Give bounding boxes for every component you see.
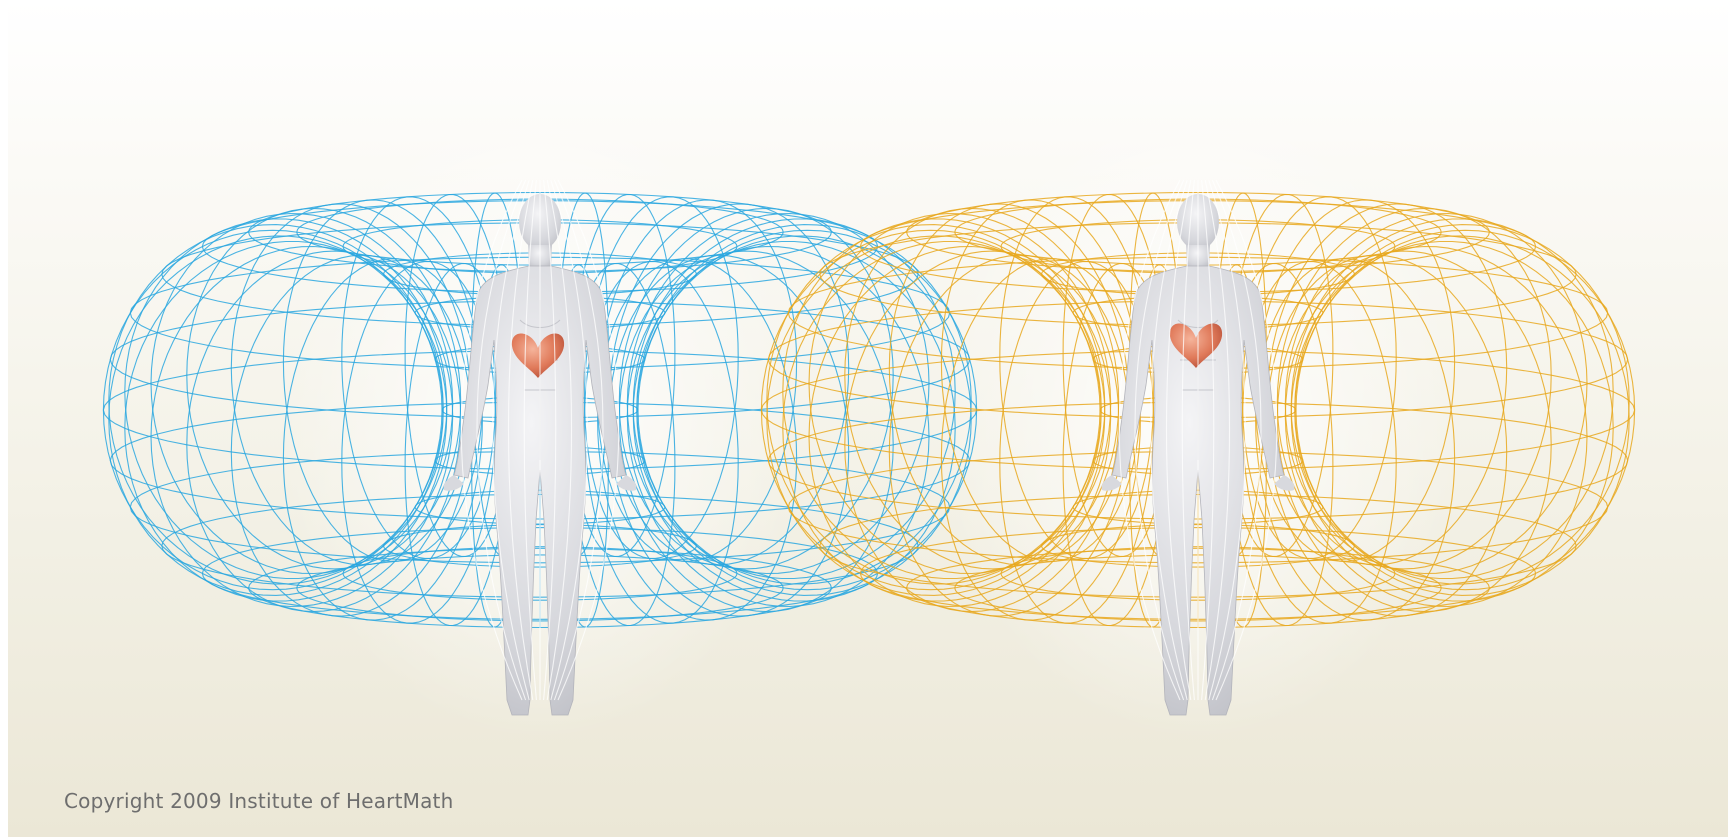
- copyright-text: Copyright 2009 Institute of HeartMath: [64, 789, 453, 813]
